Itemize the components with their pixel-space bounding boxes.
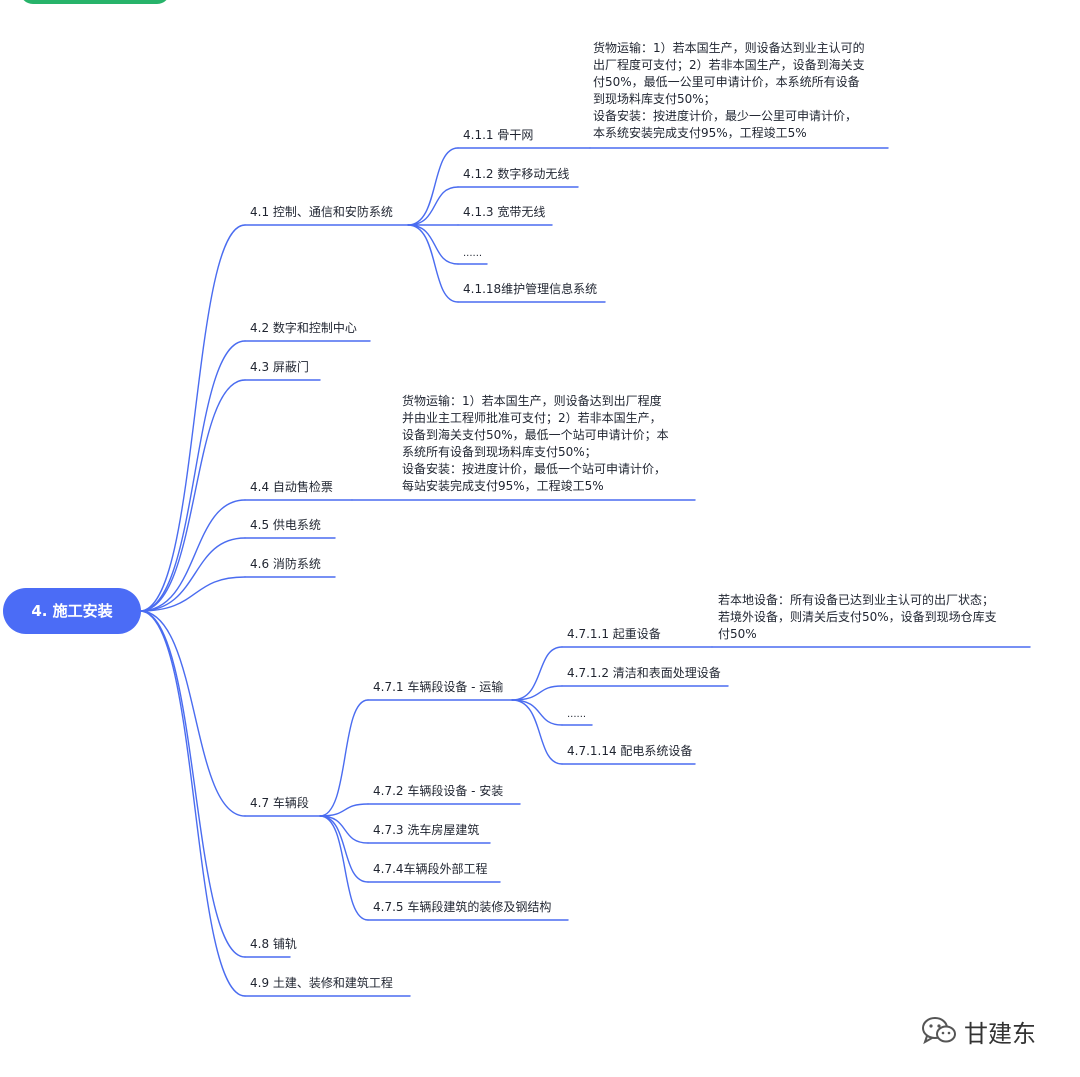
node-4-7-1-14[interactable]: 4.7.1.14 配电系统设备: [567, 744, 693, 758]
root-node[interactable]: 4. 施工安装: [3, 588, 141, 634]
note-4-4: 货物运输：1）若本国生产，则设备达到出厂程度 并由业主工程师批准可支付；2）若非…: [402, 394, 669, 493]
node-4-1[interactable]: 4.1 控制、通信和安防系统: [250, 205, 393, 219]
note-4-7-1-1: 若本地设备：所有设备已达到业主认可的出厂状态； 若境外设备，则清关后支付50%，…: [718, 593, 997, 641]
node-4-7-2[interactable]: 4.7.2 车辆段设备 - 安装: [373, 784, 504, 798]
node-4-1-ellipsis[interactable]: ......: [463, 248, 483, 259]
top-banner: [20, 0, 170, 4]
node-4-1-18[interactable]: 4.1.18维护管理信息系统: [463, 282, 598, 296]
node-4-3[interactable]: 4.3 屏蔽门: [250, 360, 309, 374]
watermark: 甘建东: [920, 1013, 1036, 1049]
node-4-5[interactable]: 4.5 供电系统: [250, 518, 321, 532]
node-4-7-1[interactable]: 4.7.1 车辆段设备 - 运输: [373, 680, 504, 694]
node-4-7-3[interactable]: 4.7.3 洗车房屋建筑: [373, 823, 480, 837]
node-4-7[interactable]: 4.7 车辆段: [250, 796, 309, 810]
node-4-7-5[interactable]: 4.7.5 车辆段建筑的装修及钢结构: [373, 900, 552, 914]
wechat-icon: [922, 1017, 956, 1045]
watermark-text: 甘建东: [964, 1019, 1036, 1048]
node-4-7-4[interactable]: 4.7.4车辆段外部工程: [373, 862, 488, 876]
node-4-2[interactable]: 4.2 数字和控制中心: [250, 321, 357, 335]
node-4-1-3[interactable]: 4.1.3 宽带无线: [463, 205, 546, 219]
node-4-7-1-2[interactable]: 4.7.1.2 清洁和表面处理设备: [567, 666, 721, 680]
node-4-7-1-1[interactable]: 4.7.1.1 起重设备: [567, 627, 661, 641]
node-4-1-1[interactable]: 4.1.1 骨干网: [463, 128, 534, 142]
note-4-1-1: 货物运输：1）若本国生产，则设备达到业主认可的 出厂程度可支付；2）若非本国生产…: [593, 41, 865, 140]
node-4-8[interactable]: 4.8 铺轨: [250, 937, 297, 951]
node-4-6[interactable]: 4.6 消防系统: [250, 557, 321, 571]
node-4-1-2[interactable]: 4.1.2 数字移动无线: [463, 167, 570, 181]
node-4-7-1-ellipsis[interactable]: ......: [567, 709, 587, 720]
node-4-9[interactable]: 4.9 土建、装修和建筑工程: [250, 976, 393, 990]
node-4-4[interactable]: 4.4 自动售检票: [250, 480, 333, 494]
